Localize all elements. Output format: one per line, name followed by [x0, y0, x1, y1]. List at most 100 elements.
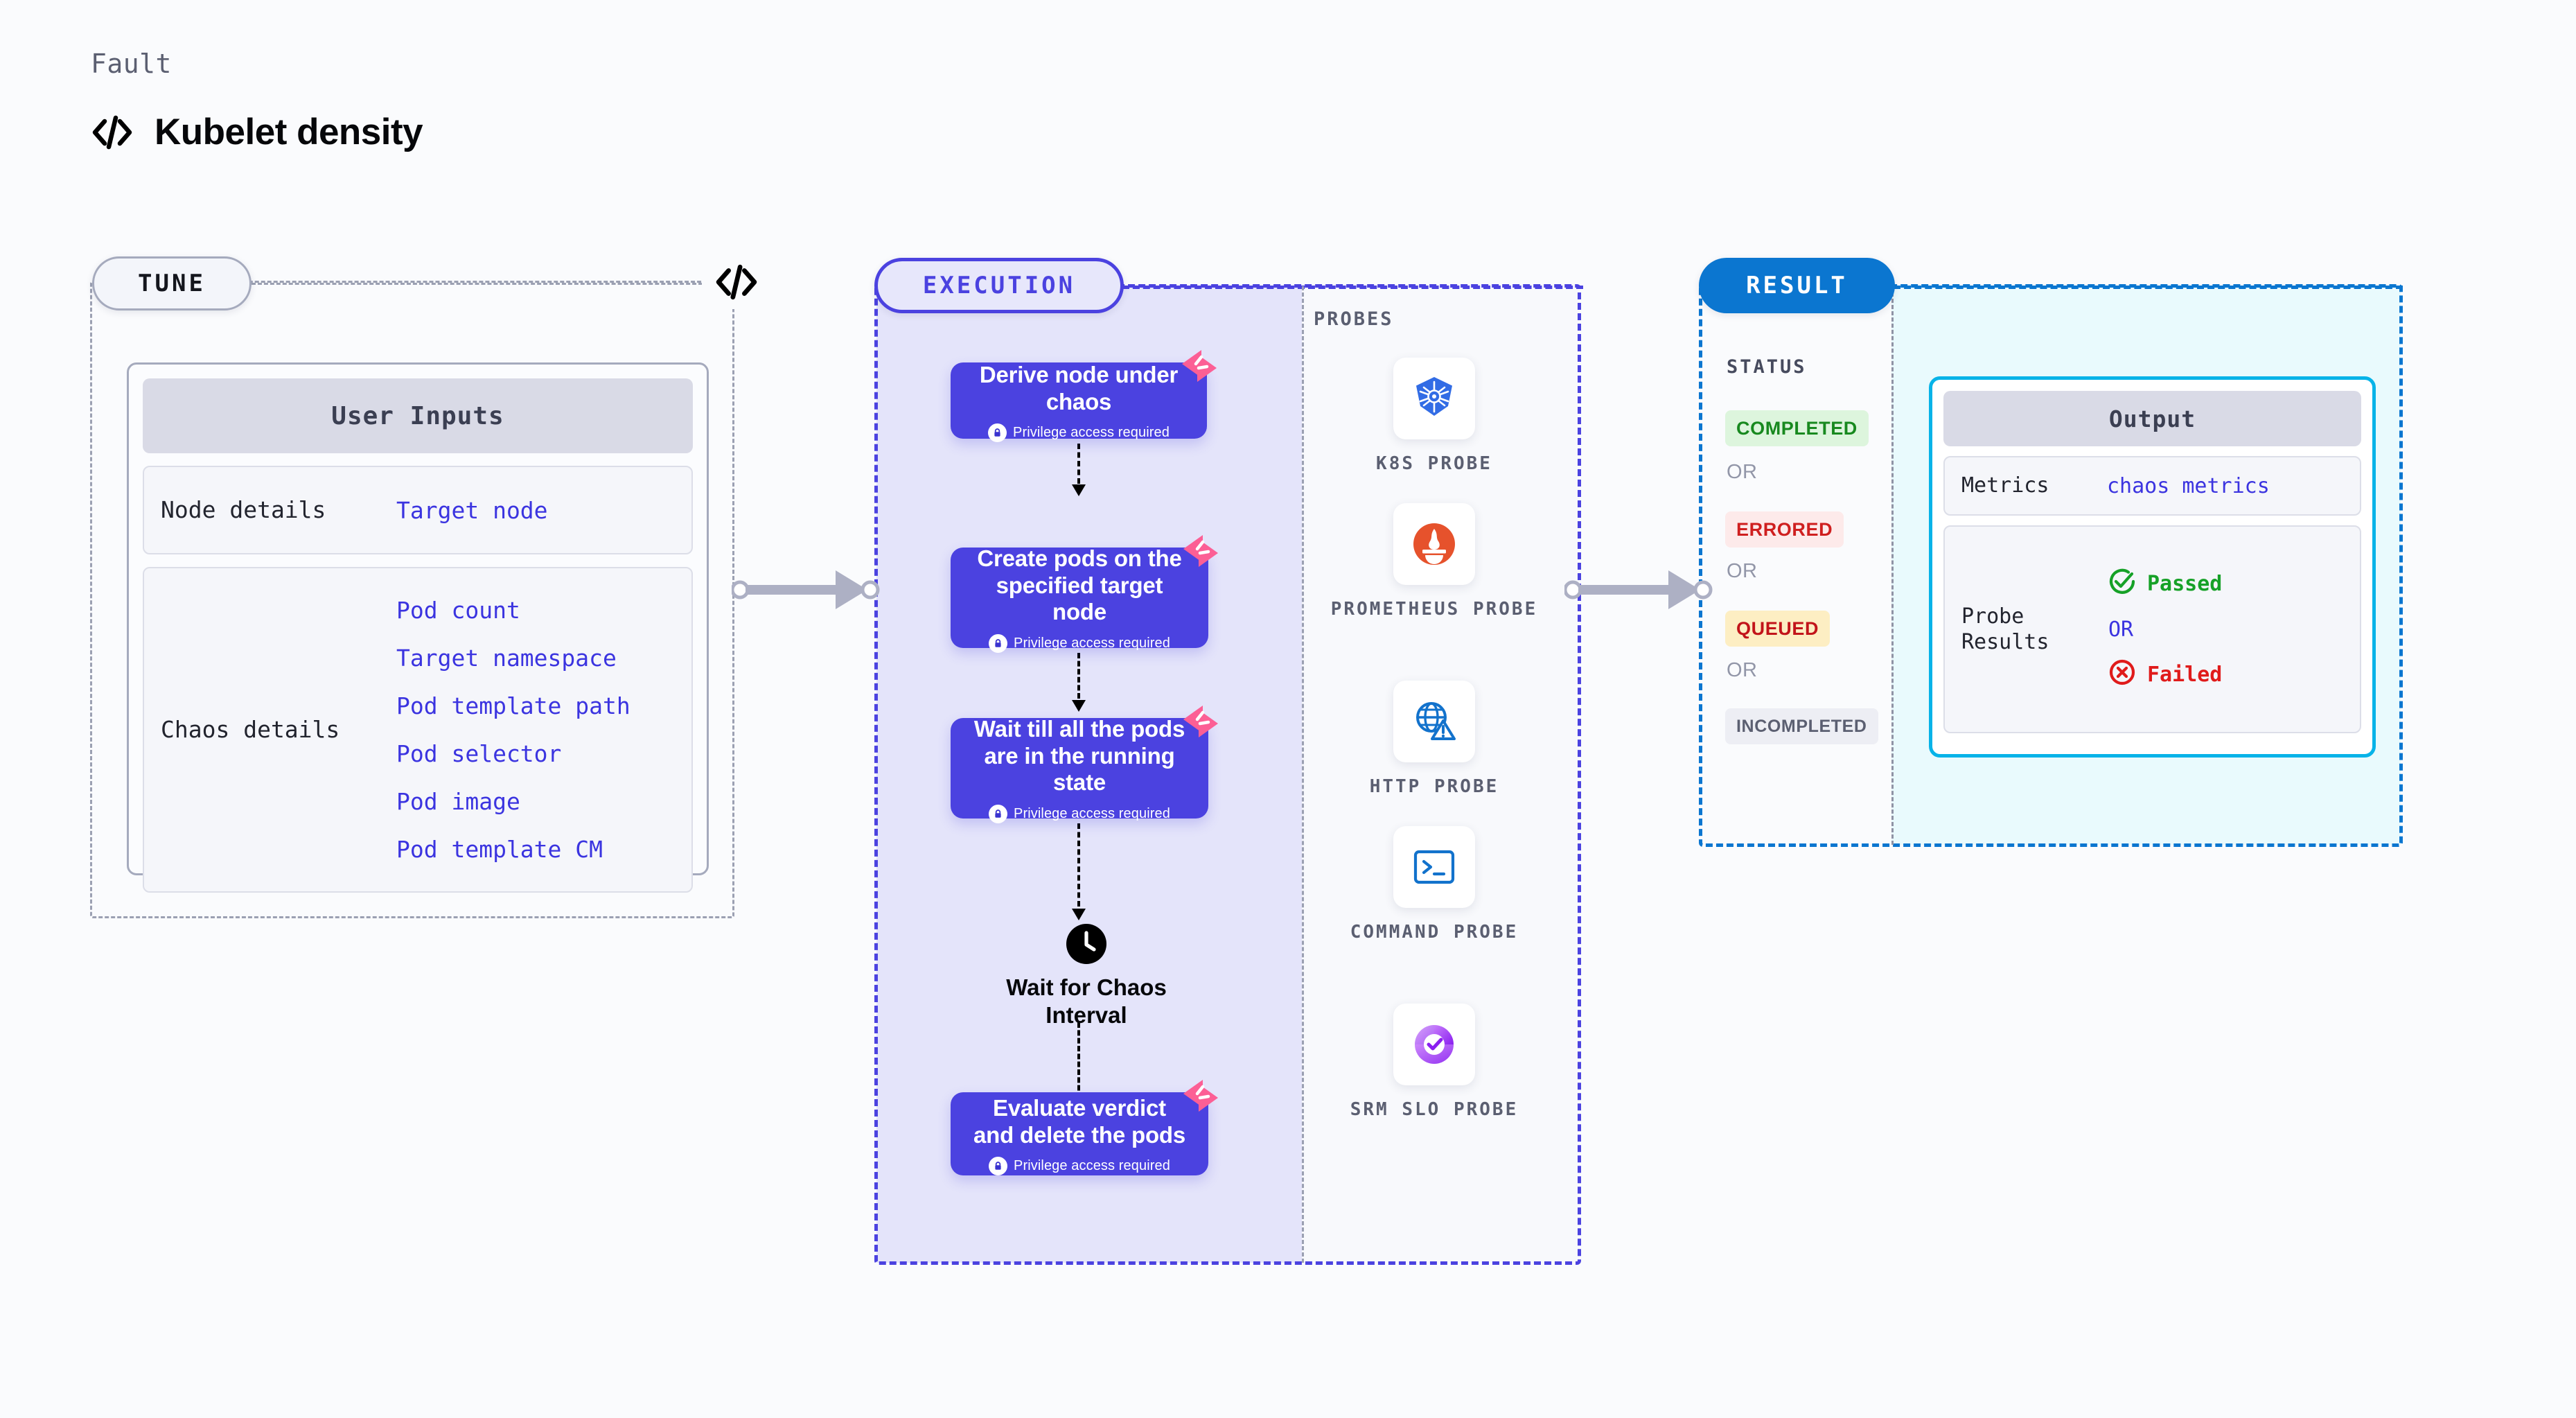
- step-2-title: Create pods on the specified target node: [977, 545, 1182, 625]
- input-pod-template-cm[interactable]: Pod template CM: [396, 836, 603, 863]
- verdict-failed: Failed: [2107, 657, 2222, 693]
- srm-slo-icon: [1393, 1004, 1475, 1085]
- input-pod-image[interactable]: Pod image: [396, 788, 520, 815]
- harness-ribbon-icon: [1182, 534, 1219, 568]
- chaos-details-label: Chaos details: [161, 716, 340, 744]
- terminal-icon: [1393, 826, 1475, 908]
- status-label: STATUS: [1727, 356, 1807, 378]
- status-or-2: OR: [1727, 560, 1758, 582]
- input-pod-template-path[interactable]: Pod template path: [396, 692, 630, 719]
- node-details-label: Node details: [161, 496, 326, 524]
- input-target-namespace[interactable]: Target namespace: [396, 645, 617, 672]
- globe-warning-icon: [1393, 681, 1475, 762]
- status-or-1: OR: [1727, 461, 1758, 483]
- probe-item-http[interactable]: HTTP PROBE: [1330, 681, 1538, 798]
- user-inputs-card: User Inputs Node details Target node Cha…: [127, 362, 709, 893]
- probe-name-command: COMMAND PROBE: [1350, 922, 1519, 943]
- chaos-details-values: Pod count Target namespace Pod template …: [396, 597, 630, 863]
- result-status-fill: [1701, 286, 1891, 845]
- verdict-passed-text: Passed: [2147, 572, 2223, 596]
- harness-ribbon-icon: [1181, 349, 1218, 383]
- probe-item-k8s[interactable]: K8S PROBE: [1330, 358, 1538, 475]
- status-or-3: OR: [1727, 659, 1758, 681]
- metrics-values: chaos metrics: [2107, 474, 2270, 498]
- metrics-label: Metrics: [1961, 473, 2049, 498]
- connector-execution-to-result: [1563, 565, 1713, 618]
- step-4-title: Evaluate verdict and delete the pods: [973, 1094, 1186, 1148]
- harness-ribbon-icon: [1182, 704, 1219, 739]
- node-details-values: Target node: [396, 497, 548, 524]
- input-pod-count[interactable]: Pod count: [396, 597, 520, 624]
- verdict-or: OR: [2108, 617, 2134, 642]
- flow-arrow-2: [1072, 653, 1086, 712]
- clock-icon: [1066, 924, 1106, 964]
- step-3-privilege-text: Privilege access required: [1014, 806, 1170, 822]
- flow-arrow-1: [1072, 444, 1086, 496]
- code-icon: [702, 255, 771, 309]
- output-card: Output Metrics chaos metrics Probe Resul…: [1929, 376, 2376, 758]
- probe-name-srm-slo: SRM SLO PROBE: [1350, 1099, 1519, 1120]
- wait-for-chaos-interval-label: Wait for Chaos Interval: [1006, 974, 1167, 1028]
- probes-panel-fill: [1302, 286, 1579, 1263]
- probe-name-http: HTTP PROBE: [1369, 776, 1499, 797]
- execution-step-1[interactable]: Derive node under chaos Privilege access…: [951, 350, 1217, 443]
- probe-name-k8s: K8S PROBE: [1376, 453, 1492, 474]
- x-circle-icon: [2107, 657, 2137, 693]
- execution-step-3[interactable]: Wait till all the pods are in the runnin…: [951, 706, 1218, 824]
- page-title: Kubelet density: [155, 112, 423, 152]
- output-card-title: Output: [1943, 391, 2361, 446]
- probe-item-command[interactable]: COMMAND PROBE: [1330, 826, 1538, 944]
- probe-name-prometheus: PROMETHEUS PROBE: [1330, 599, 1538, 620]
- tune-panel-border: [90, 281, 734, 918]
- tune-badge[interactable]: TUNE: [92, 256, 252, 310]
- probes-divider: [1302, 286, 1304, 1263]
- status-badge-incompleted: INCOMPLETED: [1725, 708, 1878, 744]
- step-1-title: Derive node under chaos: [979, 361, 1179, 414]
- connector-tune-to-execution: [730, 565, 880, 618]
- lock-icon: [989, 634, 1008, 654]
- flow-arrow-3: [1072, 823, 1086, 920]
- result-divider: [1891, 286, 1894, 845]
- status-badge-completed: COMPLETED: [1725, 410, 1869, 446]
- step-3-privilege: Privilege access required: [989, 805, 1170, 824]
- probe-results-values: Passed OR Failed: [2107, 566, 2222, 693]
- execution-badge[interactable]: EXECUTION: [874, 258, 1124, 313]
- fault-kicker: Fault: [91, 49, 172, 79]
- page-title-row: Kubelet density: [91, 111, 423, 153]
- step-4-privilege-text: Privilege access required: [1014, 1158, 1170, 1174]
- probes-section-label: PROBES: [1314, 308, 1394, 330]
- prometheus-icon: [1393, 503, 1475, 585]
- lock-icon: [989, 805, 1008, 824]
- check-circle-icon: [2107, 566, 2137, 602]
- verdict-passed: Passed: [2107, 566, 2222, 602]
- metrics-value[interactable]: chaos metrics: [2107, 473, 2270, 498]
- user-inputs-title: User Inputs: [143, 378, 693, 453]
- verdict-failed-text: Failed: [2147, 663, 2223, 687]
- step-2-privilege-text: Privilege access required: [1014, 636, 1170, 651]
- step-1-privilege-text: Privilege access required: [1013, 425, 1170, 441]
- step-1-privilege: Privilege access required: [988, 423, 1170, 443]
- execution-top-dashed-line: [1122, 286, 1583, 289]
- lock-icon: [989, 1157, 1008, 1176]
- step-4-privilege: Privilege access required: [989, 1157, 1170, 1176]
- step-3-title: Wait till all the pods are in the runnin…: [973, 715, 1185, 796]
- status-badge-queued: QUEUED: [1725, 611, 1830, 647]
- execution-step-2[interactable]: Create pods on the specified target node…: [951, 535, 1218, 654]
- probe-results-label: Probe Results: [1961, 604, 2049, 655]
- probe-item-prometheus[interactable]: PROMETHEUS PROBE: [1330, 503, 1538, 621]
- node-details-row: Node details Target node: [143, 466, 693, 554]
- output-probe-results-row: Probe Results Passed OR: [1943, 525, 2361, 733]
- input-pod-selector[interactable]: Pod selector: [396, 740, 562, 767]
- code-icon: [91, 113, 134, 152]
- input-target-node[interactable]: Target node: [396, 496, 548, 524]
- step-2-privilege: Privilege access required: [989, 634, 1170, 654]
- probe-item-srm-slo[interactable]: SRM SLO PROBE: [1330, 1004, 1538, 1121]
- status-badge-errored: ERRORED: [1725, 511, 1844, 548]
- kubernetes-icon: [1393, 358, 1475, 439]
- result-badge[interactable]: RESULT: [1699, 258, 1895, 313]
- tune-top-dashed-line: [252, 283, 709, 285]
- lock-icon: [988, 423, 1007, 443]
- execution-step-4[interactable]: Evaluate verdict and delete the pods Pri…: [951, 1080, 1218, 1176]
- result-top-dashed-line: [1894, 286, 2403, 289]
